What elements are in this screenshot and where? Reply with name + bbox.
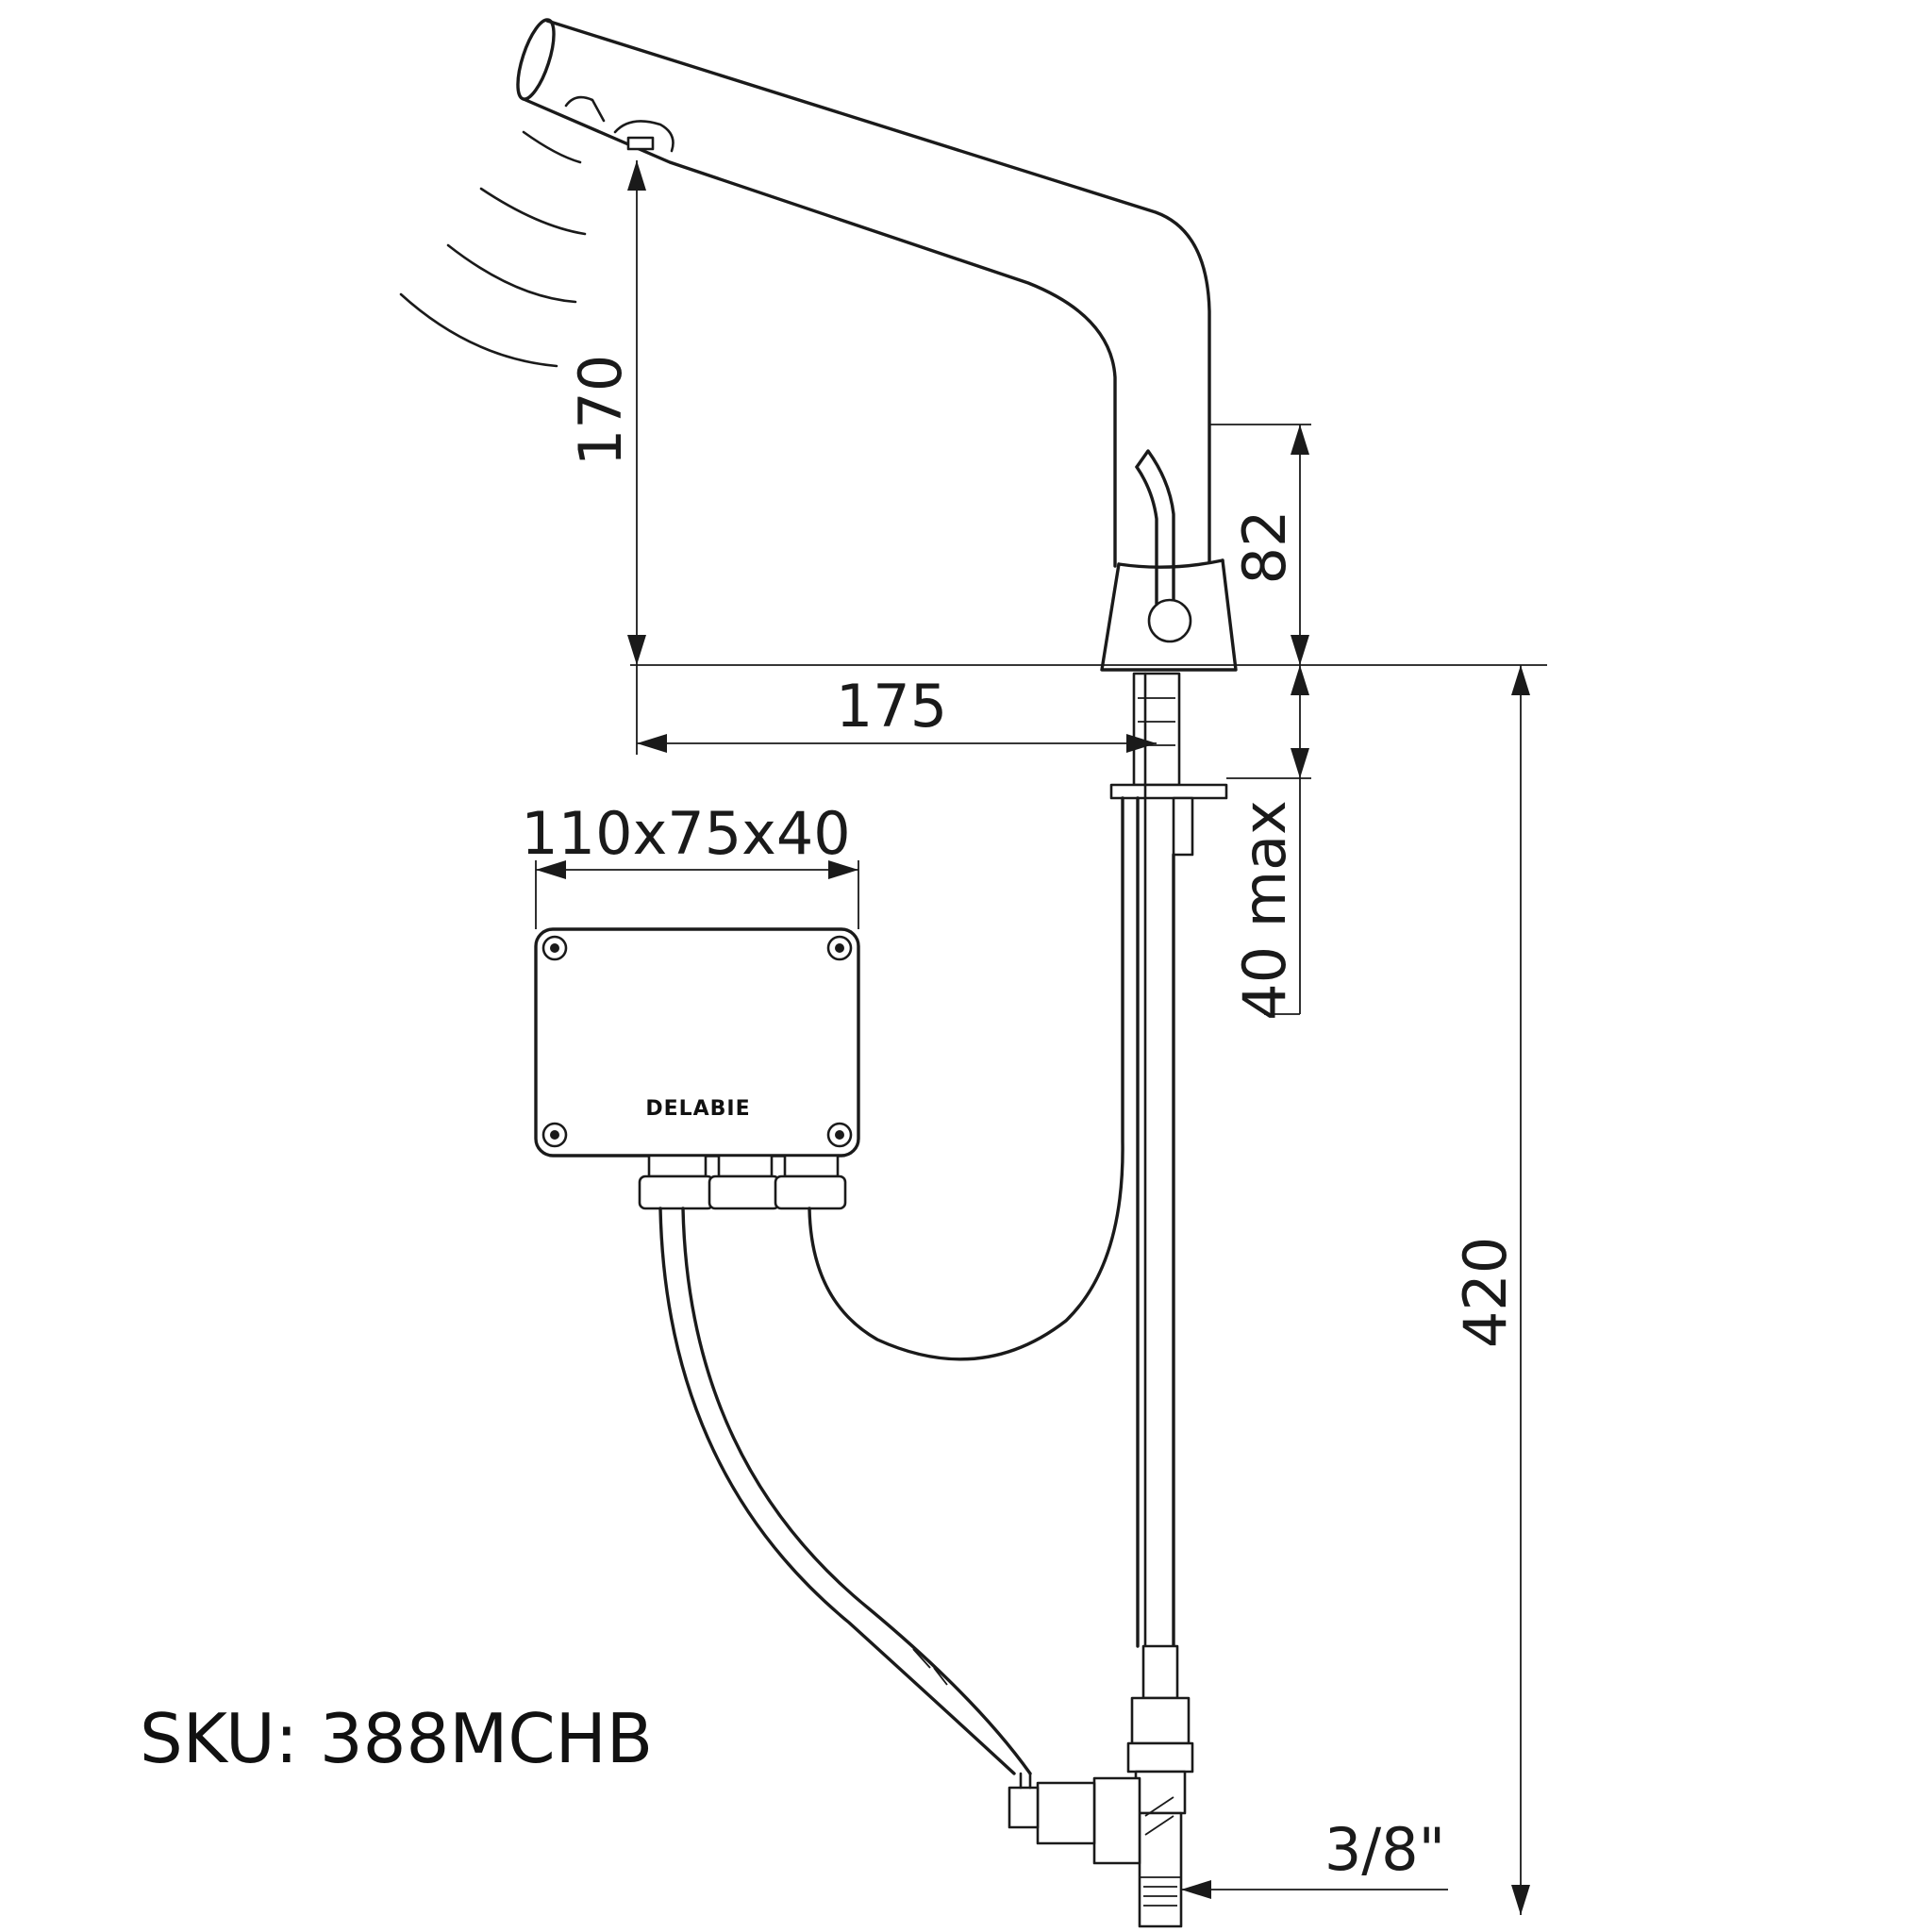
fixing-rod-assembly xyxy=(1109,672,1228,857)
dim-box-label: 110x75x40 xyxy=(521,799,851,868)
dimension-spout-height: 170 xyxy=(566,160,646,665)
brand-logo: DELABIE xyxy=(645,1097,750,1121)
faucet-body xyxy=(1100,449,1238,672)
supply-hose xyxy=(1126,672,1194,1928)
dimension-thread: 3/8" xyxy=(1181,1815,1448,1899)
dim-thread-label: 3/8" xyxy=(1324,1815,1445,1884)
faucet-spout xyxy=(516,18,1211,568)
dimension-total-length: 420 xyxy=(1451,665,1530,1915)
cable-gland-left xyxy=(638,1154,715,1210)
dim-420-label: 420 xyxy=(1451,1237,1520,1348)
cable-gland-middle xyxy=(708,1154,781,1210)
dim-170-label: 170 xyxy=(566,355,635,466)
dimension-deck-thickness: 40 max xyxy=(1226,665,1311,1021)
cable-gland-right xyxy=(774,1154,847,1210)
dim-40max-label: 40 max xyxy=(1230,800,1299,1021)
cables xyxy=(658,796,1124,1775)
dimension-box-size: 110x75x40 xyxy=(521,799,859,929)
dim-175-label: 175 xyxy=(836,672,947,741)
control-box: DELABIE xyxy=(534,927,860,1210)
solenoid-valve xyxy=(1008,1772,1174,1865)
dim-82-label: 82 xyxy=(1230,510,1299,585)
sku-label: SKU: 388MCHB xyxy=(140,1699,653,1778)
dimension-body-height: 82 xyxy=(1209,424,1311,665)
sensor-waves-icon xyxy=(399,130,587,368)
dimension-spout-reach: 175 xyxy=(636,665,1157,755)
